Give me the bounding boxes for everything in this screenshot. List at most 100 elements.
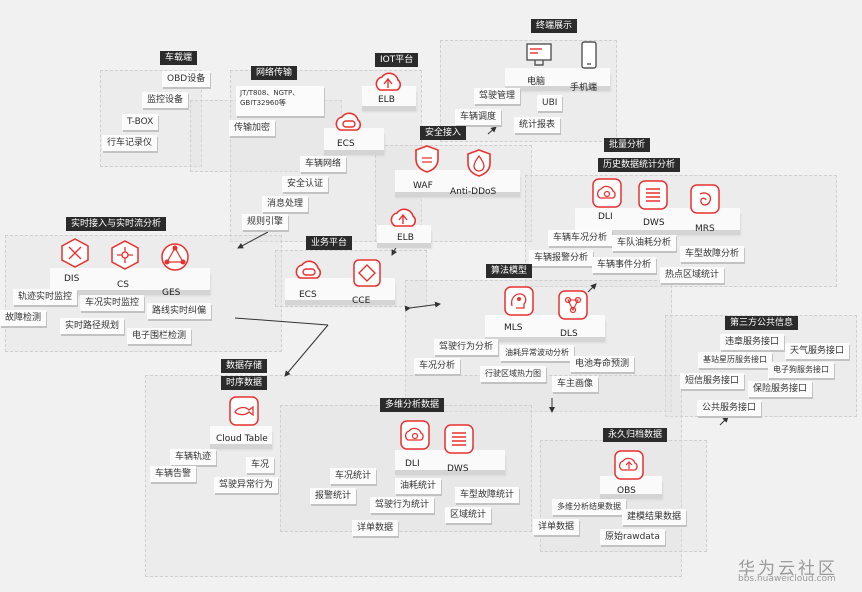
algo-item-4[interactable]: 行驶区域热力图: [480, 366, 546, 382]
iot-ecs-label: ECS: [337, 139, 355, 149]
watermark-title: 华为云社区: [738, 559, 838, 579]
algo-item-1[interactable]: 油耗异常波动分析: [500, 345, 574, 361]
third-item-1[interactable]: 天气服务接口: [785, 343, 850, 359]
timeseries-item-3[interactable]: 驾驶异常行为: [214, 477, 279, 493]
vehicle-item-obd[interactable]: OBD设备: [162, 71, 211, 87]
multi-item-1[interactable]: 油耗统计: [395, 478, 442, 494]
dli-icon: [590, 176, 624, 210]
multi-item-0[interactable]: 车况统计: [330, 468, 377, 484]
archive-item-3[interactable]: 原始rawdata: [600, 529, 665, 545]
realtime-item-5[interactable]: 电子围栏检测: [127, 328, 192, 344]
archive-slab: [600, 476, 662, 494]
third-item-2[interactable]: 基站星历服务接口: [698, 352, 772, 368]
algo-node-dls: DLS: [560, 329, 578, 339]
mrs-icon: [688, 182, 722, 216]
network-encrypt[interactable]: 传输加密: [229, 120, 276, 136]
batch-node-dws: DWS: [643, 218, 665, 228]
third-item-3[interactable]: 电子狗服务接口: [768, 362, 834, 378]
algo-item-0[interactable]: 驾驶行为分析: [434, 339, 499, 355]
ecs-icon-2: [292, 254, 326, 288]
iot-title: IOT平台: [375, 53, 419, 67]
iot-item-auth[interactable]: 安全认证: [282, 176, 329, 192]
terminal-item-dispatch[interactable]: 车辆调度: [455, 109, 502, 125]
dis-icon: [58, 236, 92, 270]
timeseries-item-2[interactable]: 车辆告警: [150, 466, 197, 482]
third-item-4[interactable]: 短信服务接口: [680, 373, 745, 389]
terminal-item-driving[interactable]: 驾驶管理: [474, 88, 521, 104]
timeseries-slab: [210, 426, 272, 444]
timeseries-node-label: Cloud Table: [216, 434, 268, 444]
cce-icon: [350, 256, 384, 290]
third-item-0[interactable]: 违章服务接口: [720, 334, 785, 350]
line-iot-realtime: [237, 231, 269, 249]
iot-elb-slab: [362, 86, 416, 106]
iot-item-message[interactable]: 消息处理: [262, 196, 309, 212]
business-node-cce: CCE: [352, 296, 371, 306]
archive-node-label: OBS: [617, 486, 636, 496]
obs-icon: [612, 448, 646, 482]
batch-item-5[interactable]: 热点区域统计: [660, 267, 725, 283]
third-item-5[interactable]: 保险服务接口: [748, 381, 813, 397]
realtime-item-3[interactable]: 故障检测: [0, 310, 47, 326]
vehicle-title: 车载端: [160, 51, 198, 65]
line-realtime-storage: [284, 324, 329, 377]
algo-title: 算法模型: [486, 264, 533, 278]
elb-icon: [371, 66, 405, 100]
iot-item-rules[interactable]: 规则引擎: [242, 214, 289, 230]
network-protocol: JT/T808、NGTP、GBIT32960等: [236, 86, 324, 116]
vehicle-item-monitor[interactable]: 监控设备: [142, 92, 189, 108]
batch-item-2[interactable]: 车型故障分析: [680, 246, 745, 262]
iot-item-network[interactable]: 车辆网络: [300, 156, 347, 172]
security-ddos-label: Anti-DDoS: [450, 187, 497, 197]
terminal-item-ubi[interactable]: UBI: [537, 95, 563, 111]
batch-item-4[interactable]: 车辆事件分析: [592, 257, 657, 273]
realtime-node-dis: DIS: [64, 274, 80, 284]
multi-item-2[interactable]: 车型故障统计: [455, 487, 520, 503]
batch-item-0[interactable]: 车辆车况分析: [548, 230, 613, 246]
terminal-device-pc: 电脑: [527, 77, 546, 87]
third-item-6[interactable]: 公共服务接口: [697, 400, 762, 416]
timeseries-title: 时序数据: [221, 376, 268, 390]
realtime-item-4[interactable]: 实时路径规划: [60, 318, 125, 334]
algo-item-5[interactable]: 车主画像: [552, 376, 599, 392]
terminal-item-report[interactable]: 统计报表: [514, 117, 561, 133]
multi-item-5[interactable]: 区域统计: [445, 507, 492, 523]
realtime-item-0[interactable]: 轨迹实时监控: [13, 289, 78, 305]
multi-item-6[interactable]: 详单数据: [352, 520, 399, 536]
network-title: 网络传输: [251, 66, 298, 80]
business-title: 业务平台: [306, 236, 353, 250]
batch-item-3[interactable]: 车辆报警分析: [529, 250, 594, 266]
algo-item-3[interactable]: 车况分析: [414, 358, 461, 374]
archive-item-2[interactable]: 详单数据: [533, 519, 580, 535]
dls-icon: [556, 288, 590, 322]
realtime-item-2[interactable]: 路线实时纠偏: [147, 303, 212, 319]
realtime-slab: [50, 268, 210, 290]
security-title: 安全接入: [420, 126, 467, 140]
batch-item-1[interactable]: 车队油耗分析: [612, 235, 677, 251]
phone-icon: [572, 38, 606, 72]
multi-item-4[interactable]: 驾驶行为统计: [370, 497, 435, 513]
elb-icon-2: [386, 202, 420, 236]
realtime-node-cs: CS: [117, 280, 129, 290]
realtime-item-1[interactable]: 车况实时监控: [80, 295, 145, 311]
iot-elb-label: ELB: [378, 95, 395, 105]
vehicle-item-tbox[interactable]: T-BOX: [122, 114, 159, 130]
dli-icon-2: [398, 418, 432, 452]
algo-item-2[interactable]: 电池寿命预测: [570, 356, 635, 372]
terminal-device-phone: 手机端: [570, 83, 598, 93]
line-realtime-1: [234, 317, 329, 326]
multi-node-dli: DLI: [405, 459, 420, 469]
security-waf-label: WAF: [413, 181, 433, 191]
storage-title: 数据存储: [221, 359, 268, 373]
multi-item-3[interactable]: 报警统计: [310, 488, 357, 504]
timeseries-item-0[interactable]: 车辆轨迹: [170, 449, 217, 465]
dws-icon-2: [442, 422, 476, 456]
archive-item-0[interactable]: 多维分析结果数据: [552, 499, 626, 515]
dws-icon: [636, 178, 670, 212]
multi-slab: [395, 450, 505, 470]
timeseries-item-1[interactable]: 车况: [246, 457, 275, 473]
vehicle-item-recorder[interactable]: 行车记录仪: [102, 135, 158, 151]
archive-item-1[interactable]: 建模结果数据: [622, 509, 687, 525]
cs-icon: [108, 238, 142, 272]
